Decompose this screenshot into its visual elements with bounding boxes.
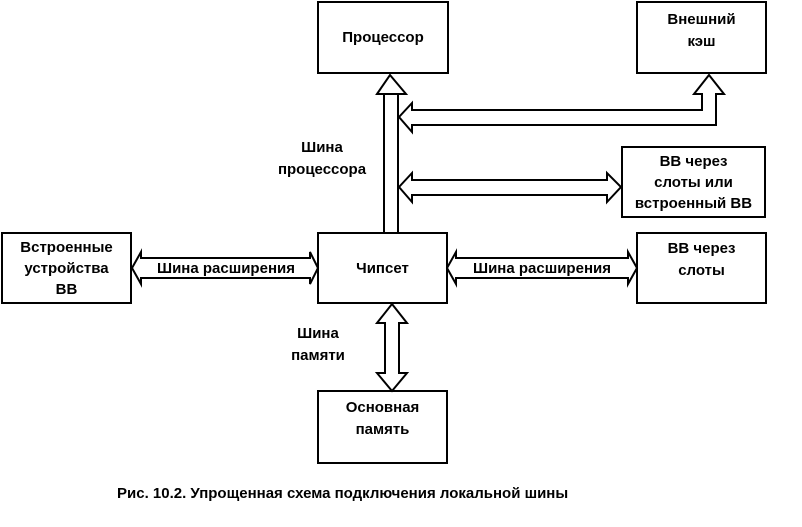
processor-box [317,1,449,74]
io-slots-line-1: ВВ через [667,240,736,257]
memory-bus-arrow [374,302,410,393]
external-cache-line-1: Внешний [667,11,736,28]
processor-bus-shaft [383,93,399,234]
right-expansion-bus-arrow [445,248,639,288]
builtin-io-line-2: устройства [24,260,109,277]
processor-label-text: Процессор [342,29,424,46]
builtin-io-line-1: Встроенные [20,239,113,256]
main-memory-line-2: память [355,421,410,438]
io-slots-or-builtin-line-3: встроенный ВВ [634,195,753,212]
figure-caption: Рис. 10.2. Упрощенная схема подключения … [117,485,569,502]
left-expansion-bus-label: Шина расширения [138,259,314,279]
main-memory-line-1: Основная [345,399,420,416]
external-cache-line-2: кэш [687,33,716,50]
external-cache-label: Внешний кэш [637,9,766,53]
chipset-label-text: Чипсет [356,260,409,277]
builtin-io-line-3: ВВ [55,281,78,298]
right-expansion-bus-label: Шина расширения [452,259,632,279]
processor-bus-line-2: процессора [277,161,367,178]
io-builtin-bus-arrow [397,170,623,205]
cache-bus-arrow [397,73,727,135]
main-memory-box [317,390,448,464]
external-cache-box [636,1,767,74]
io-slots-or-builtin-line-2: слоты или [654,174,733,191]
memory-bus-line-2: памяти [291,347,345,364]
processor-bus-head [375,73,409,95]
processor-bus-line-1: Шина [301,139,343,156]
memory-bus-line-1: Шина [297,325,339,342]
chipset-label: Чипсет [318,259,447,279]
io-slots-label: ВВ через слоты [637,238,766,282]
io-slots-or-builtin-box [621,146,766,218]
right-expansion-bus-text: Шина расширения [473,260,611,277]
main-memory-label: Основная память [318,397,447,441]
io-slots-or-builtin-label: ВВ через слоты или встроенный ВВ [622,151,765,214]
io-slots-line-2: слоты [678,262,725,279]
left-expansion-bus-text: Шина расширения [157,260,295,277]
chipset-box [317,232,448,304]
builtin-io-label: Встроенные устройства ВВ [2,237,131,300]
processor-label: Процессор [318,28,448,48]
left-expansion-bus-arrow [130,248,320,288]
memory-bus-label: Шина памяти [278,323,358,367]
io-slots-or-builtin-line-1: ВВ через [659,153,728,170]
processor-bus-label: Шина процессора [262,137,382,181]
